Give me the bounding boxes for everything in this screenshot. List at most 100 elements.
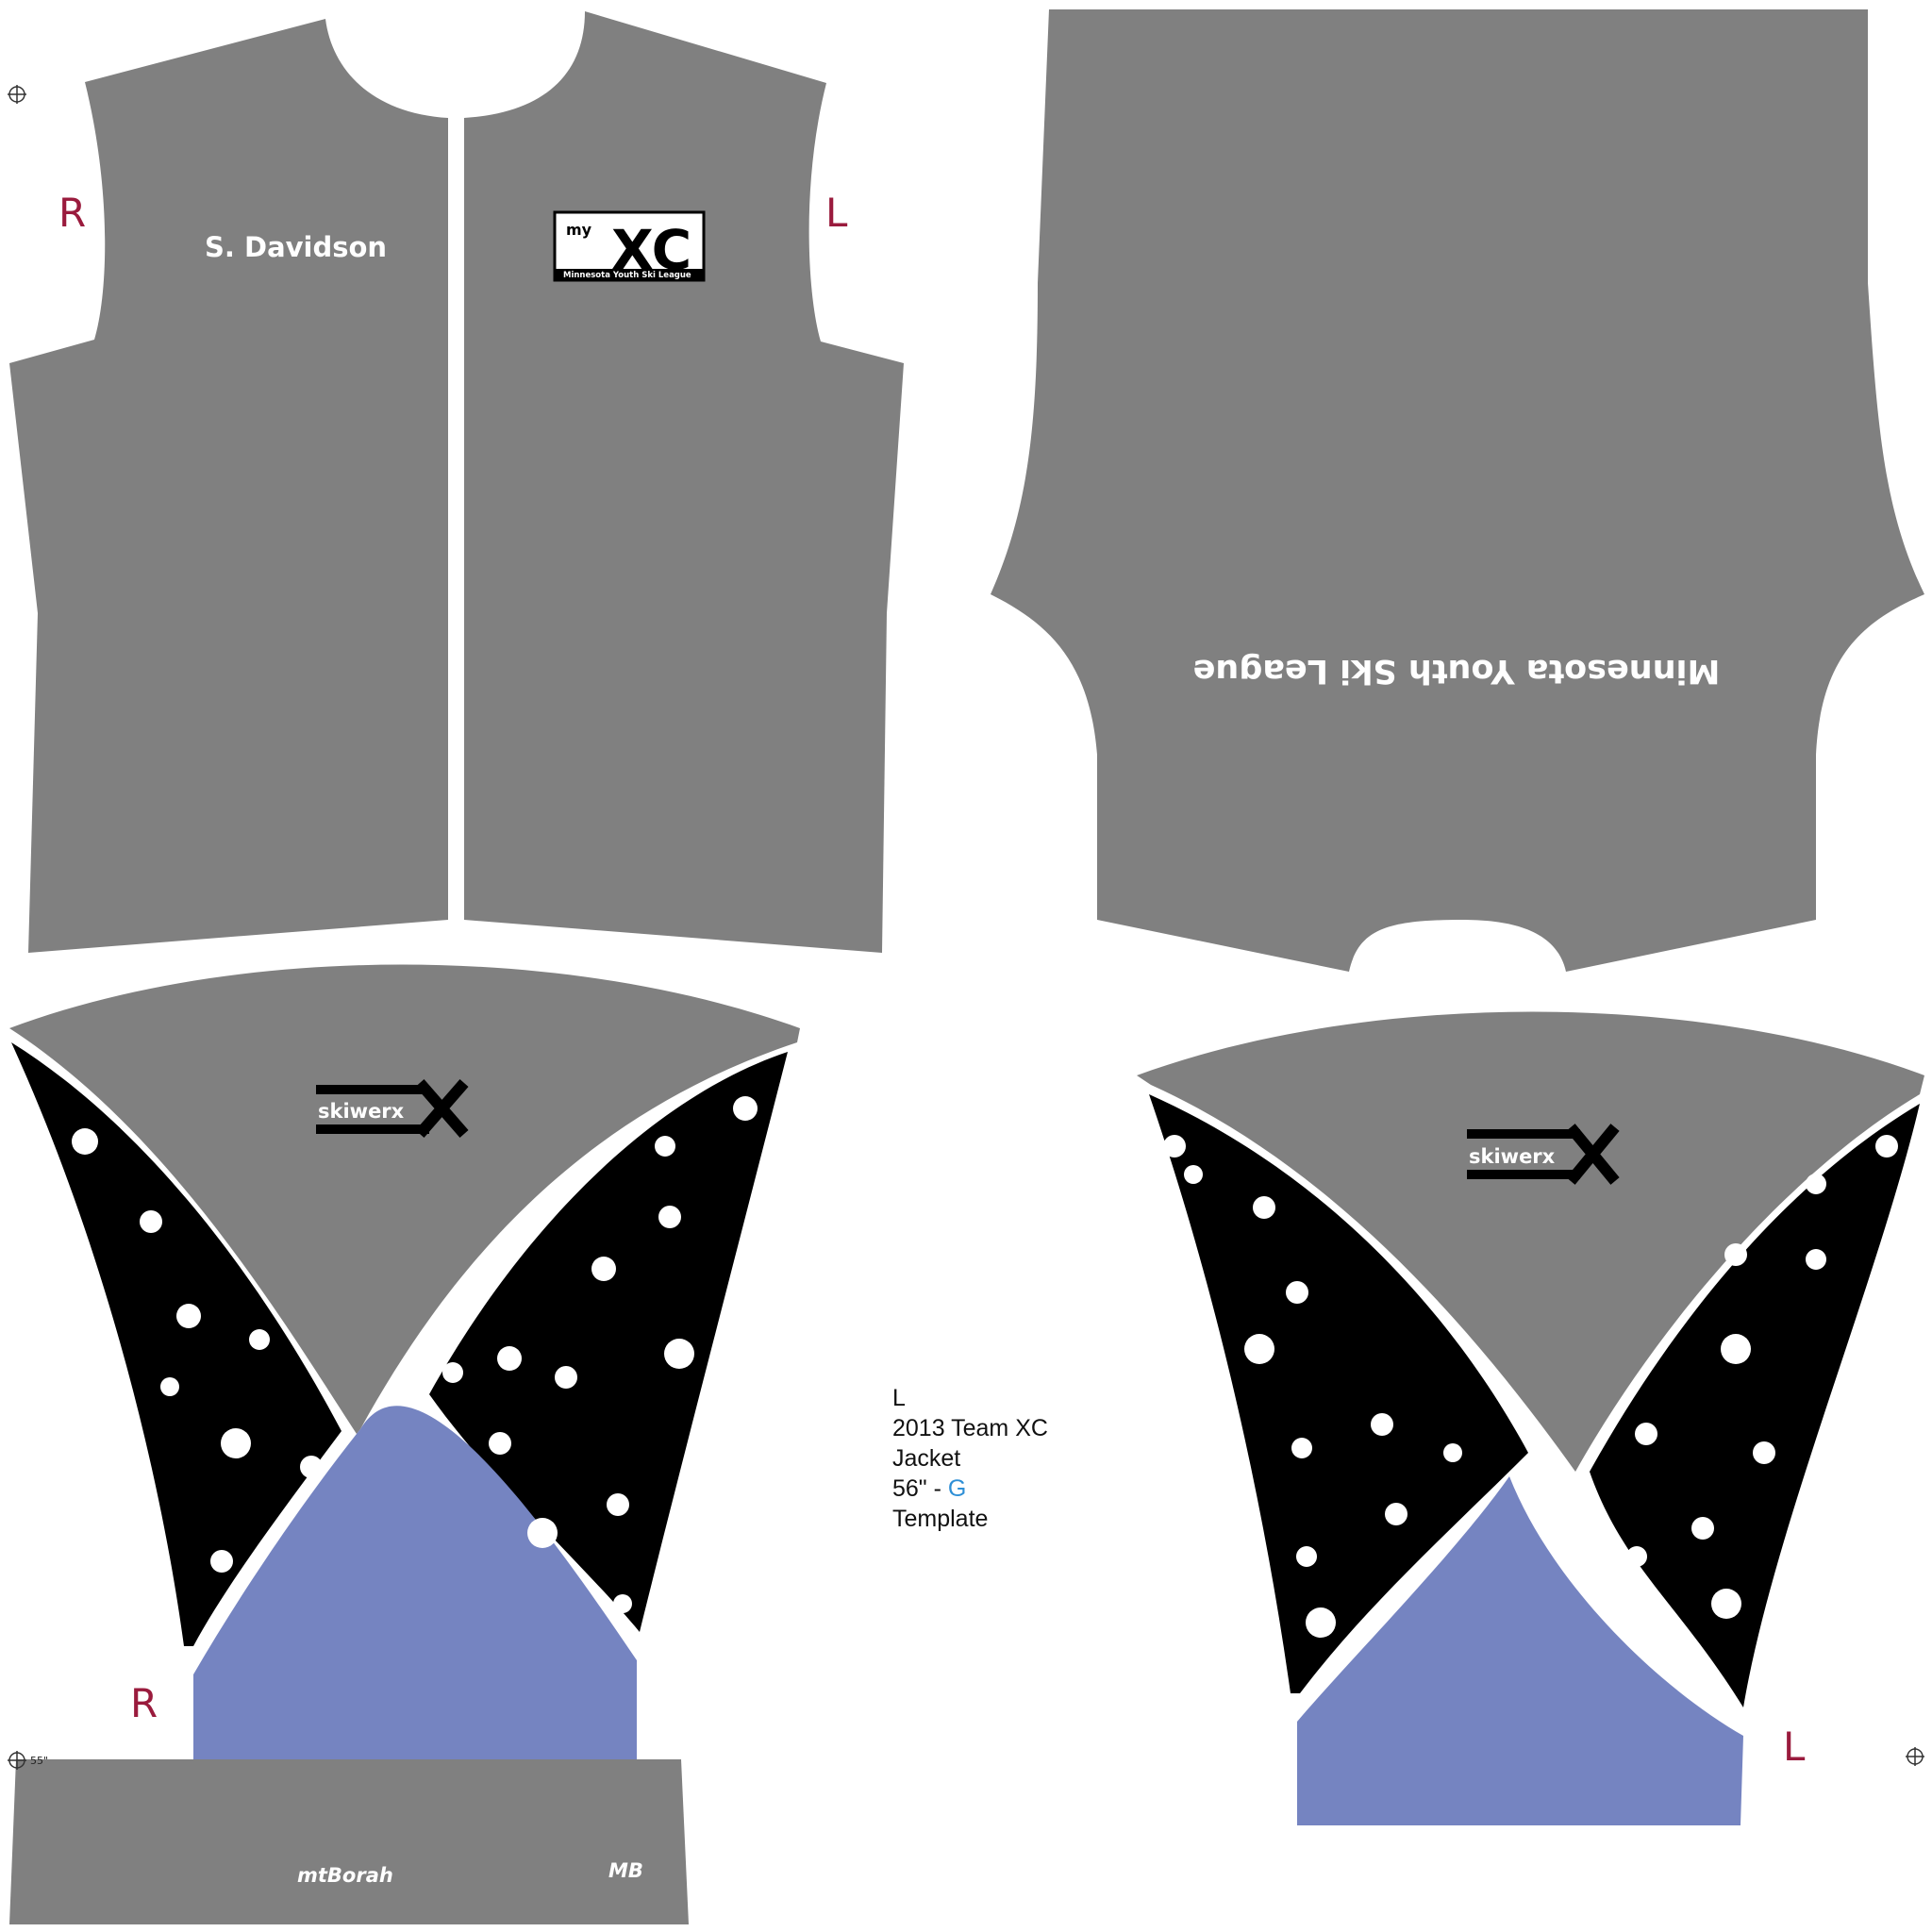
pattern-mark (1724, 1243, 1747, 1266)
myxc-logo-bar (555, 269, 704, 280)
pattern-mark (1184, 1165, 1203, 1184)
pattern-mark (210, 1550, 233, 1573)
pattern-mark (655, 1136, 675, 1157)
front-right-letter: R (58, 190, 86, 236)
left-sleeve-letter: L (1783, 1724, 1806, 1770)
pattern-mark (1163, 1135, 1186, 1158)
pattern-mark (1371, 1413, 1393, 1436)
template-item: Jacket (892, 1445, 961, 1472)
template-size-code: G (947, 1475, 967, 1502)
pattern-mark (140, 1210, 162, 1233)
registration-mark-cross (8, 85, 26, 104)
right-sleeve-front-black (429, 1052, 788, 1632)
pattern-mark (1626, 1546, 1647, 1567)
pattern-mark (249, 1329, 270, 1350)
waistband-panel: mtBorah MB (9, 1759, 689, 1924)
pattern-mark (527, 1518, 558, 1548)
pattern-mark (176, 1304, 201, 1328)
right-sleeve-pattern (72, 1096, 758, 1613)
pattern-mark (1286, 1281, 1308, 1304)
pattern-mark (1443, 1443, 1462, 1462)
right-sleeve-cuff-panel (193, 1406, 637, 1778)
skiwerx-logo-x (415, 1079, 469, 1138)
pattern-mark (1711, 1589, 1741, 1619)
front-right-panel: R S. Davidson (9, 19, 448, 953)
skiwerx-logo-bar-top (316, 1085, 429, 1094)
pattern-mark (1691, 1517, 1714, 1540)
skiwerx-logo-left: skiwerx (1467, 1124, 1620, 1185)
registration-mark-right (1906, 1747, 1924, 1766)
pattern-mark (1296, 1546, 1317, 1567)
pattern-mark (613, 1594, 632, 1613)
skiwerx-logo-text: skiwerx (1469, 1145, 1556, 1168)
pattern-mark (497, 1346, 522, 1371)
pattern-mark (1806, 1174, 1826, 1194)
skiwerx-logo-x (1566, 1124, 1620, 1185)
right-sleeve-letter: R (130, 1680, 158, 1726)
template-size: 56" - G (892, 1474, 1048, 1504)
pattern-mark (1253, 1196, 1275, 1219)
registration-mark-bottom-left (8, 1751, 26, 1770)
myxc-logo: my XC Minnesota Youth Ski League (553, 210, 706, 282)
pattern-mark (1635, 1423, 1657, 1445)
pattern-mark (221, 1428, 251, 1458)
skiwerx-logo-text: skiwerx (318, 1100, 405, 1123)
pattern-mark (591, 1257, 616, 1281)
pattern-mark (658, 1206, 681, 1228)
pattern-mark (1244, 1334, 1274, 1364)
pattern-mark (442, 1362, 463, 1383)
front-name-text: S. Davidson (205, 231, 387, 263)
registration-mark-cross (1906, 1747, 1924, 1766)
pattern-mark (555, 1366, 577, 1389)
pattern-mark (1306, 1607, 1336, 1638)
registration-mark-cross (8, 1751, 26, 1770)
registration-size-label: 55" (30, 1755, 48, 1767)
pattern-mark (664, 1339, 694, 1369)
waistband-brand: mtBorah (297, 1864, 393, 1887)
back-panel-shape (991, 9, 1924, 972)
back-league-text: Minnesota Youth Ski League (1193, 652, 1721, 690)
right-sleeve: skiwerx R (9, 964, 800, 1778)
left-sleeve-back-black (1149, 1094, 1528, 1693)
template-side: L (892, 1385, 906, 1411)
left-sleeve-pattern (1163, 1135, 1898, 1638)
left-sleeve-front-black (1590, 1104, 1920, 1707)
skiwerx-logo-bar-top (1467, 1129, 1580, 1139)
front-left-panel: L my XC Minnesota Youth Ski League (464, 11, 904, 953)
pattern-mark (1385, 1503, 1407, 1525)
pattern-mark (160, 1377, 179, 1396)
left-sleeve-upper-shape (1137, 1011, 1924, 1472)
right-sleeve-upper-shape (9, 964, 800, 1434)
front-left-panel-shape (464, 11, 904, 953)
front-left-letter: L (825, 190, 848, 236)
pattern-mark (1721, 1334, 1751, 1364)
template-title: 2013 Team XC (892, 1415, 1048, 1441)
skiwerx-logo-bar-bottom (316, 1124, 429, 1134)
myxc-logo-big: XC (611, 218, 691, 282)
right-sleeve-back-black (11, 1042, 341, 1646)
pattern-mark (489, 1432, 511, 1455)
template-size-prefix: 56" - (892, 1475, 948, 1502)
waistband-shape (9, 1759, 689, 1924)
myxc-logo-subtitle: Minnesota Youth Ski League (563, 271, 691, 280)
pattern-mark (733, 1096, 758, 1121)
pattern-mark (1291, 1438, 1312, 1458)
skiwerx-logo: skiwerx (316, 1079, 469, 1138)
pattern-mark (1806, 1249, 1826, 1270)
back-panel: Minnesota Youth Ski League (991, 9, 1924, 972)
registration-mark-top-left (8, 85, 26, 104)
template-kind: Template (892, 1506, 989, 1532)
left-sleeve-cuff-panel (1297, 1476, 1743, 1825)
pattern-mark (72, 1128, 98, 1155)
template-info: L 2013 Team XC Jacket 56" - G Template (892, 1383, 1048, 1534)
waistband-brand-short: MB (608, 1859, 643, 1882)
front-right-panel-shape (9, 19, 448, 953)
myxc-logo-small: my (566, 221, 592, 239)
pattern-mark (1875, 1135, 1898, 1158)
skiwerx-logo-bar-bottom (1467, 1170, 1580, 1179)
pattern-mark (1753, 1441, 1775, 1464)
pattern-mark (607, 1493, 629, 1516)
left-sleeve: skiwerx L (1137, 1011, 1924, 1825)
pattern-mark (300, 1456, 323, 1478)
